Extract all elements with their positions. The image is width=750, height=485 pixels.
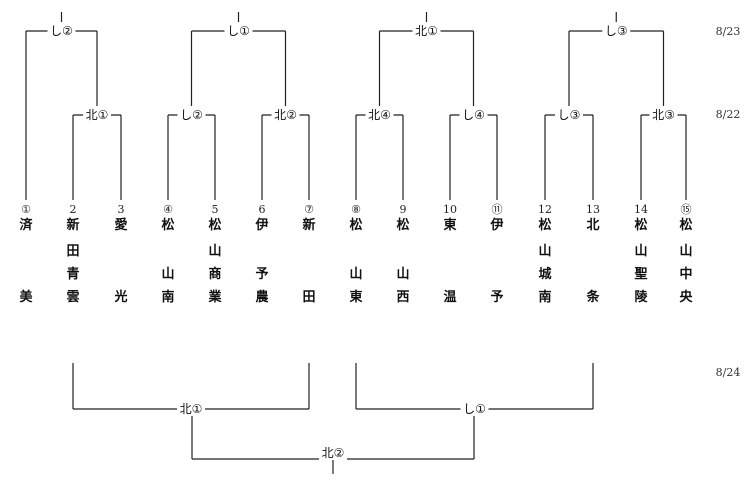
r1-match-label-bg (271, 106, 300, 122)
team-name-char: 城 (538, 266, 551, 282)
team-number: ④ (163, 203, 173, 216)
team-name-char: 山 (349, 266, 362, 282)
team-name-char: 新 (66, 217, 79, 233)
team-name-char: 新 (302, 217, 315, 233)
team-name-char: 予 (255, 267, 268, 282)
team-number: ⑧ (351, 203, 361, 216)
team-name-char: 松 (634, 217, 647, 233)
team-number: ⑮ (681, 203, 692, 216)
bracket-lines (25, 12, 687, 474)
team-name-char: 伊 (489, 217, 503, 233)
team-name-char: 松 (679, 217, 692, 233)
team-number: 5 (212, 203, 219, 216)
team-number: ⑦ (304, 203, 314, 216)
r1-match-label: し② (180, 108, 203, 122)
r1-match-label: 北② (274, 108, 297, 122)
r2-match-label: し③ (605, 24, 628, 38)
r2-match-label-bg (224, 22, 253, 38)
team-name-char: 農 (255, 289, 269, 305)
r2-match-label: し① (227, 24, 250, 38)
team-name-char: 東 (443, 217, 456, 233)
r3-match-label: 北① (180, 402, 203, 416)
team-name-char: 山 (634, 243, 647, 259)
r1-match-label-bg (83, 106, 111, 122)
r3-match-label: し① (463, 402, 486, 416)
r1-match-label: 北① (86, 108, 109, 122)
team-name-char: 松 (538, 217, 551, 233)
team-name-char: 松 (349, 217, 362, 233)
date-label-r2: 8/23 (716, 25, 741, 38)
team-name-char: 青 (66, 266, 79, 282)
r2-match-label-bg (47, 22, 76, 38)
team-name-char: 南 (161, 289, 174, 305)
team-number: 10 (443, 203, 457, 216)
r1-match-label: 北③ (652, 108, 675, 122)
r1-match-label-bg (649, 106, 678, 122)
team-name-char: 温 (443, 290, 456, 305)
team-name-char: 業 (207, 289, 222, 305)
team-name-char: 北 (586, 218, 599, 233)
final-match-label-bg (319, 444, 347, 460)
team-list: ①済美2新田青雲3愛光④松山南5松山商業6伊予農⑦新田⑧松山東9松山西10東温⑪… (19, 203, 693, 305)
r1-match-label-bg (555, 106, 583, 122)
team-name-char: 松 (161, 217, 174, 233)
team-name-char: 聖 (634, 266, 647, 282)
team-number: 2 (70, 203, 77, 216)
team-name-char: 山 (679, 243, 692, 259)
team-name-char: 山 (208, 243, 221, 259)
team-name-char: 松 (208, 217, 221, 233)
team-number: 13 (586, 203, 600, 216)
team-name-char: 光 (113, 289, 127, 305)
r1-match-label-bg (365, 106, 394, 122)
team-name-char: 雲 (66, 289, 79, 305)
team-name-char: 条 (586, 289, 600, 305)
date-label-r3: 8/24 (716, 366, 741, 379)
team-number: 9 (400, 203, 407, 216)
team-name-char: 山 (396, 266, 409, 282)
team-number: 6 (259, 203, 266, 216)
r1-match-label: し③ (558, 108, 581, 122)
r2-match-label: し② (50, 24, 73, 38)
r3-match-label-bg (460, 400, 489, 416)
team-number: 14 (634, 203, 648, 216)
team-name-char: 山 (538, 243, 551, 259)
final-match-label: 北② (322, 446, 345, 460)
r2-match-label: 北① (415, 24, 438, 38)
team-name-char: 陵 (634, 289, 648, 305)
date-labels: 8/23 8/22 8/24 (716, 25, 741, 379)
r1-match-label: 北④ (368, 108, 391, 122)
team-name-char: 美 (19, 289, 33, 305)
r1-match-label: し④ (462, 108, 485, 122)
team-name-char: 田 (66, 244, 79, 259)
r2-match-label-bg (602, 22, 631, 38)
team-number: ① (21, 203, 31, 216)
team-name-char: 田 (302, 290, 315, 305)
r1-match-label-bg (459, 106, 488, 122)
team-number: ⑪ (492, 203, 503, 216)
team-name-char: 中 (679, 266, 692, 282)
team-name-char: 済 (19, 217, 33, 233)
team-name-char: 山 (161, 266, 174, 282)
team-name-char: 松 (396, 217, 409, 233)
r2-match-label-bg (412, 22, 441, 38)
team-name-char: 西 (396, 290, 409, 305)
team-name-char: 商 (208, 266, 221, 282)
team-name-char: 南 (538, 289, 551, 305)
r1-match-label-bg (177, 106, 206, 122)
r3-match-label-bg (177, 400, 205, 416)
team-name-char: 愛 (114, 217, 127, 233)
team-name-char: 予 (490, 290, 503, 305)
date-label-r1: 8/22 (716, 108, 741, 121)
team-name-char: 伊 (254, 217, 268, 233)
team-name-char: 央 (679, 289, 693, 305)
team-number: 12 (538, 203, 552, 216)
team-name-char: 東 (349, 289, 362, 305)
team-number: 3 (118, 203, 125, 216)
